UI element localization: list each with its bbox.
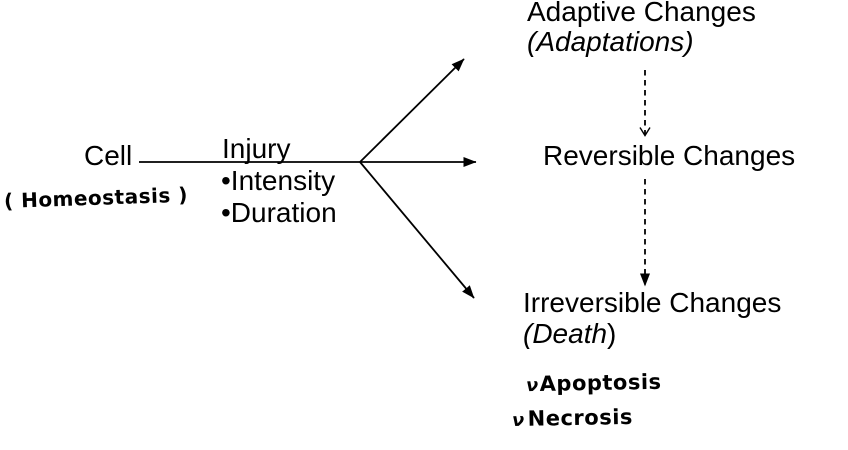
injury-bullet-intensity: •Intensity bbox=[221, 165, 336, 196]
adaptations-sublabel: (Adaptations) bbox=[527, 26, 694, 57]
handwritten-tick-icon: ν bbox=[525, 374, 539, 397]
death-sublabel-close-paren: ) bbox=[607, 318, 617, 349]
injury-bullet-duration: •Duration bbox=[221, 197, 337, 228]
branch-arrow-to-irreversible-icon bbox=[359, 161, 475, 299]
handwritten-tick-icon: ν bbox=[511, 409, 525, 432]
apoptosis-note-label: Apoptosis bbox=[539, 369, 662, 396]
death-sublabel: (Death) bbox=[523, 320, 616, 348]
irreversible-changes-label: Irreversible Changes bbox=[523, 287, 782, 318]
injury-label: Injury bbox=[222, 133, 291, 164]
reversible-changes-label: Reversible Changes bbox=[543, 140, 796, 171]
death-sublabel-italic-part: (Death bbox=[523, 318, 608, 349]
apoptosis-handwritten-note: νApoptosis bbox=[526, 370, 662, 396]
necrosis-note-label: Necrosis bbox=[527, 404, 634, 431]
cell-label: Cell bbox=[84, 140, 133, 171]
branch-arrow-to-adaptive-icon bbox=[359, 58, 465, 163]
adaptive-changes-label: Adaptive Changes bbox=[527, 0, 756, 27]
